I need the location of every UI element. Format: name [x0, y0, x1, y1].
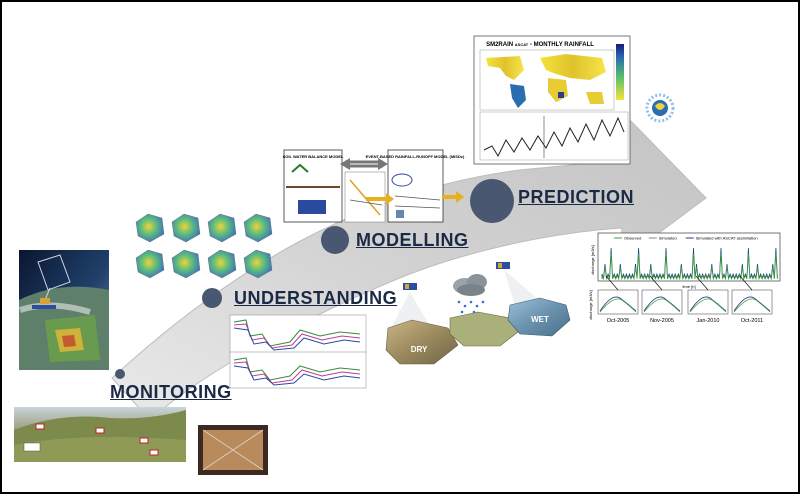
sm2rain-logo-icon [645, 93, 675, 123]
hydrograph-panel: Oct-2011 [731, 275, 773, 324]
catchment-medium [449, 311, 519, 347]
map-title: SM2RAIN ASCAT - MONTHLY RAINFALL [486, 42, 594, 48]
catchment-dry: DRY [385, 319, 459, 365]
hydro-xlabel: time [h] [682, 284, 695, 289]
soil-moisture-maps [135, 213, 273, 279]
yellow-arrow-right [442, 191, 464, 203]
soil-moisture-map [171, 249, 201, 279]
yellow-arrow-left [366, 193, 394, 205]
rain-cloud-icon [453, 274, 487, 320]
legend-entry: Observed [624, 236, 641, 241]
soil-moisture-map [243, 213, 273, 243]
time-series-plot-bottom [229, 351, 367, 389]
satellite-earth-image [19, 250, 109, 370]
field-station-photo [14, 407, 186, 462]
time-series-plot-top [229, 314, 367, 354]
soil-moisture-map [207, 213, 237, 243]
hydrograph-panel: Nov-2005 [641, 275, 683, 324]
panel-date-label: Oct-2011 [741, 318, 763, 324]
prediction-dot [470, 179, 514, 223]
hydrograph-panel: Jan-2010 [687, 275, 729, 324]
panel-date-label: Jan-2010 [697, 318, 720, 324]
hydrograph-panel: Oct-2005 [597, 275, 639, 324]
wet-label: WET [531, 315, 549, 324]
panel-date-label: Oct-2005 [607, 318, 630, 324]
soil-moisture-map [171, 213, 201, 243]
hydrograph-top: Observed Simulated Simulated with ASCAT as… [590, 232, 781, 289]
satellite-icon [32, 254, 71, 309]
stage-label-prediction: PREDICTION [518, 187, 635, 207]
soil-water-balance-diagram: SOIL WATER BALANCE MODEL [283, 149, 344, 223]
rainfall-runoff-diagram: EVENT-BASED RAINFALL-RUNOFF MODEL (MISDc… [366, 149, 465, 223]
hydro-ylabel-bottom: discharge [m3/s] [588, 290, 593, 319]
stage-label-understanding: UNDERSTANDING [234, 288, 398, 308]
catchment-wet: WET [507, 297, 571, 337]
swb-box-title: SOIL WATER BALANCE MODEL [283, 154, 344, 159]
understanding-dot [202, 288, 222, 308]
map-colorbar [616, 44, 624, 100]
model-link-arrows [340, 158, 388, 170]
satellite-icon-right [496, 262, 546, 306]
legend-entry: Simulated with ASCAT assimilation [696, 236, 758, 241]
legend-entry: Simulated [659, 236, 677, 241]
hydro-ylabel-top: discharge [m3/s] [590, 245, 595, 274]
soil-moisture-map [243, 249, 273, 279]
soil-moisture-map [207, 249, 237, 279]
panel-date-label: Nov-2005 [650, 318, 674, 324]
satellite-icon-left [392, 283, 430, 326]
rainfall-time-series [479, 111, 629, 161]
modelling-dot [321, 226, 349, 254]
rr-box-title: EVENT-BASED RAINFALL-RUNOFF MODEL (MISDc… [366, 154, 465, 159]
rainfall-world-map: SM2RAIN ASCAT - MONTHLY RAINFALL 01-2007 [473, 35, 631, 165]
hydrograph-panels: Oct-2005 Nov-2005 Jan-2010 Oct-2011 [597, 275, 773, 324]
monitoring-dot [115, 369, 125, 379]
sensor-photo [198, 425, 268, 475]
soil-moisture-map [135, 213, 165, 243]
soil-moisture-map [135, 249, 165, 279]
stage-label-modelling: MODELLING [356, 230, 469, 250]
dry-label: DRY [411, 345, 428, 354]
stage-label-monitoring: MONITORING [110, 382, 232, 402]
